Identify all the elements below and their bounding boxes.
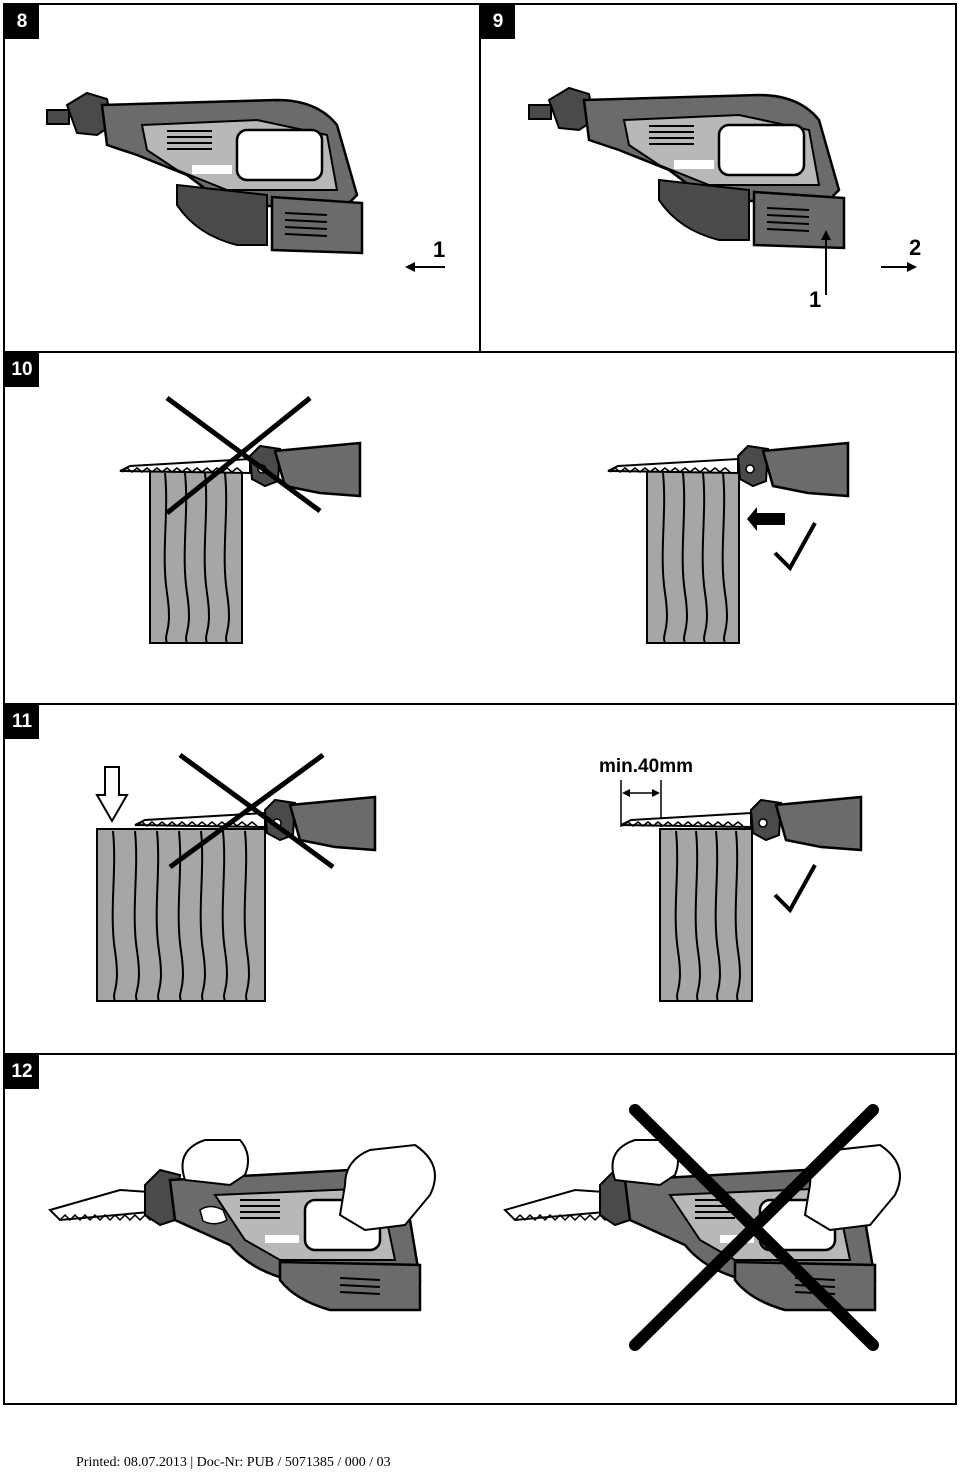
figure-12-panel: 12 <box>3 1053 957 1405</box>
figure-9-panel: 9 1 2 <box>479 3 957 353</box>
step-label-1: 1 <box>809 287 821 312</box>
print-footer: Printed: 08.07.2013 | Doc-Nr: PUB / 5071… <box>76 1455 391 1470</box>
figure-9-illustration: 1 2 <box>527 86 921 312</box>
figure-11-illustration: min.40mm <box>95 752 863 1002</box>
step-label-2: 2 <box>909 235 921 260</box>
figure-10-panel: 10 <box>3 351 957 705</box>
figure-number: 12 <box>5 1055 39 1089</box>
min-distance-label: min.40mm <box>599 756 693 777</box>
figure-10-illustration <box>118 395 850 644</box>
figure-8-illustration: 1 <box>45 91 445 272</box>
figure-number: 8 <box>5 5 39 39</box>
figure-8-panel: 8 1 <box>3 3 481 353</box>
figure-11-panel: 11 min.40mm <box>3 703 957 1055</box>
figure-number: 10 <box>5 353 39 387</box>
figure-number: 11 <box>5 705 39 739</box>
step-label-1: 1 <box>433 237 445 262</box>
figure-number: 9 <box>481 5 515 39</box>
figure-12-illustration <box>48 1104 901 1351</box>
